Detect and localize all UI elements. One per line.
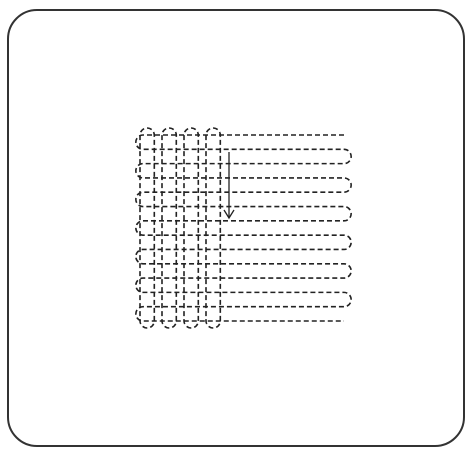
card-frame — [7, 9, 465, 447]
vertical-stitches — [139, 127, 222, 329]
horizontal-stitches — [135, 134, 352, 322]
horizontal-thread — [135, 134, 352, 322]
direction-arrow — [223, 152, 235, 220]
down-arrow-icon — [223, 209, 235, 220]
vertical-loop — [183, 127, 200, 329]
vertical-loop — [161, 127, 178, 329]
vertical-loop — [139, 127, 156, 329]
vertical-loop — [205, 127, 222, 329]
